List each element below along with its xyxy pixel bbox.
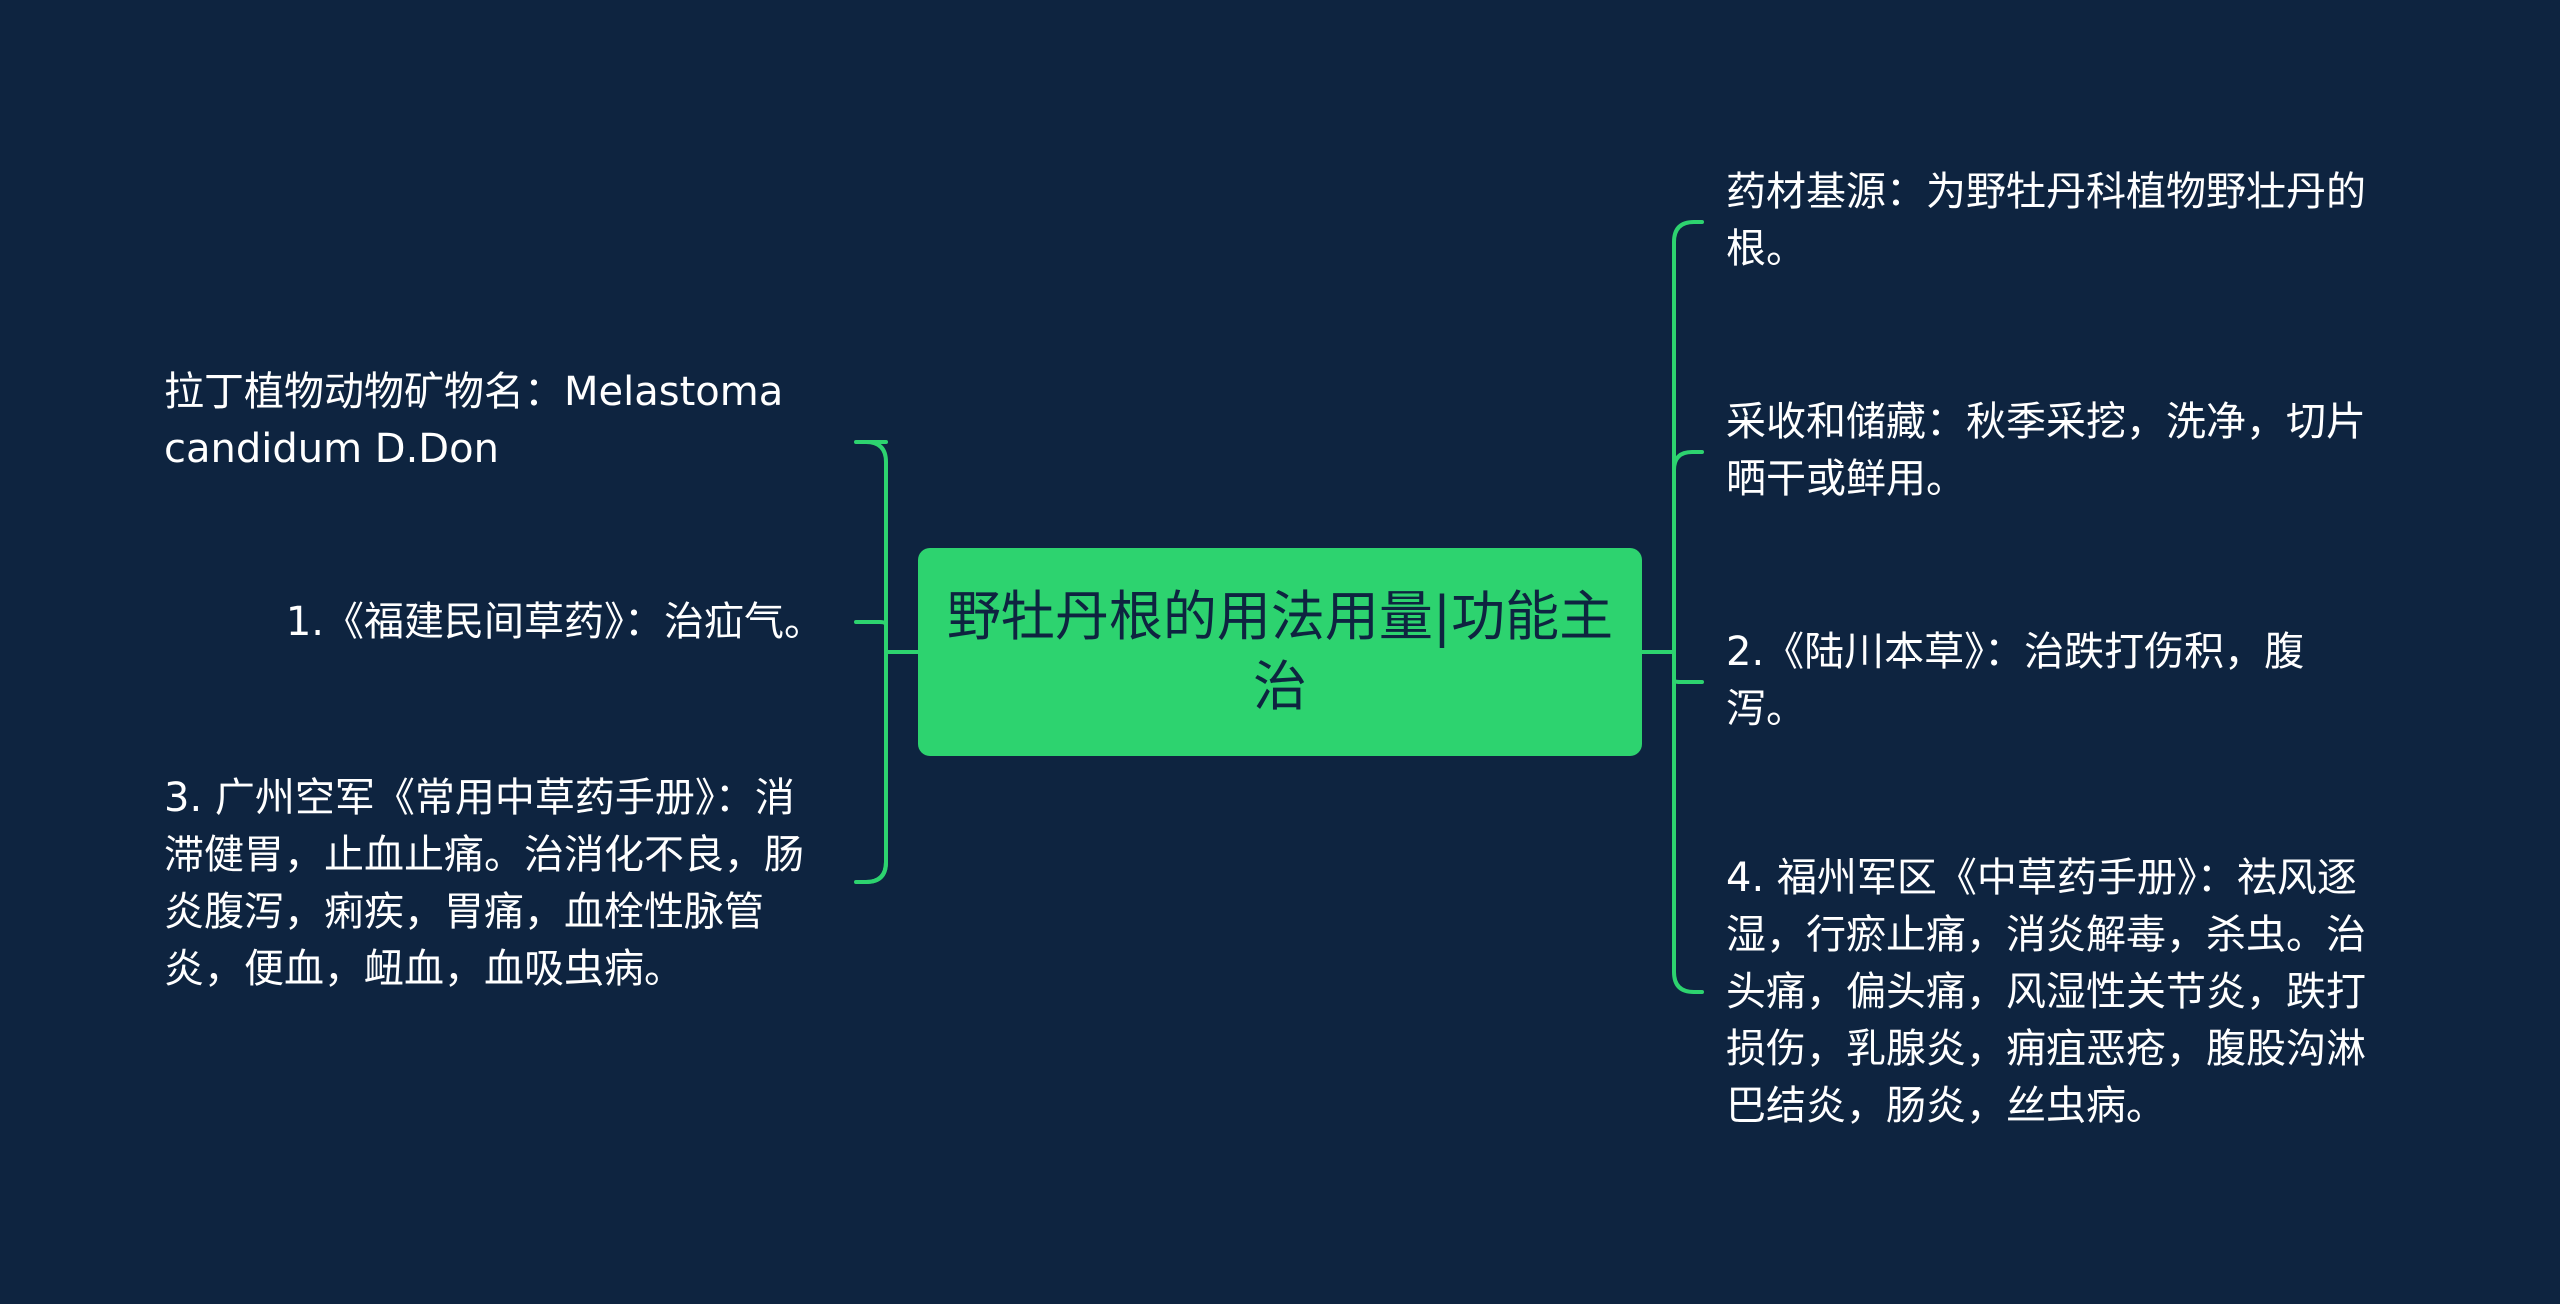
connector-left-2 [854,620,888,627]
connector-left-3 [854,860,888,884]
right-topic-luchuan-herbal[interactable]: 2.《陆川本草》：治跌打伤积，腹泻。 [1726,629,2305,732]
left-topic-latin-name[interactable]: 拉丁植物动物矿物名：Melastoma candidum D.Don [164,369,784,472]
connector-right-2 [1672,450,1704,472]
left-topic-fujian-herbs[interactable]: 1.《福建民间草药》：治疝气。 [285,599,824,645]
right-topic-harvest-storage[interactable]: 采收和储藏：秋季采挖，洗净，切片晒干或鲜用。 [1726,399,2366,502]
connector-right-spine [1672,220,1696,994]
right-topic-source[interactable]: 药材基源：为野牡丹科植物野壮丹的根。 [1726,169,2366,272]
connector-right-3 [1672,678,1704,684]
left-topic-guangzhou-manual[interactable]: 3. 广州空军《常用中草药手册》：消滞健胃，止血止痛。治消化不良，肠炎腹泻，痢疾… [164,775,804,992]
connector-left-spine [864,440,888,884]
right-topic-fuzhou-manual[interactable]: 4. 福州军区《中草药手册》：祛风逐湿，行瘀止痛，消炎解毒，杀虫。治头痛，偏头痛… [1726,855,2366,1129]
root-topic[interactable]: 野牡丹根的用法用量|功能主治 [918,548,1642,756]
root-topic-label: 野牡丹根的用法用量|功能主治 [946,585,1614,718]
